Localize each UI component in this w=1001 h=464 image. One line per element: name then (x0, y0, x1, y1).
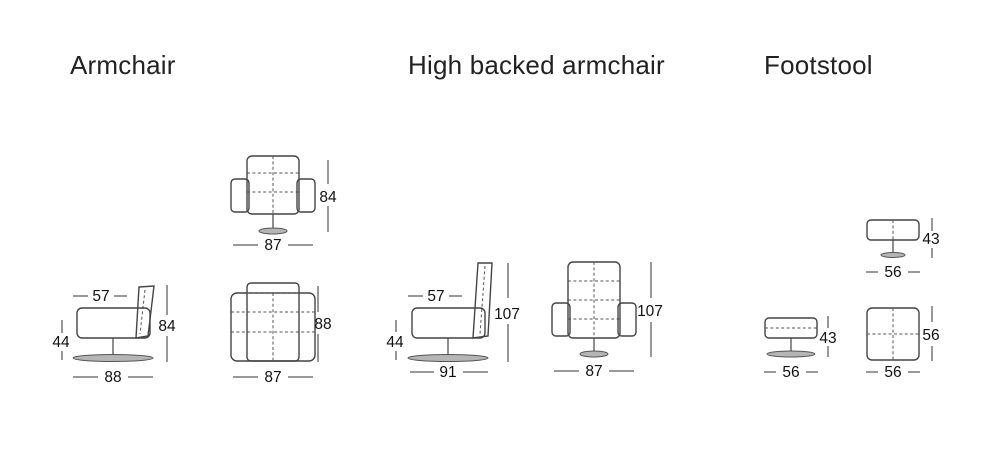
footstool-top-view: 56 56 (866, 306, 940, 381)
dim-high-backed-front-width: 87 (585, 363, 602, 380)
dim-footstool-front-height: 43 (922, 231, 939, 248)
armchair-front-view: 84 87 (230, 155, 337, 254)
footstool-front-view: 43 56 (866, 218, 940, 281)
armchair-side-base (72, 354, 154, 362)
dim-high-backed-side-depth: 57 (427, 288, 444, 305)
dim-high-backed-seat-height: 44 (386, 334, 404, 351)
armchair-side-back-seam (139, 289, 146, 335)
dim-footstool-side-height: 43 (819, 330, 836, 347)
high-backed-side-backrest (472, 262, 493, 339)
high-backed-side-back-seam (479, 265, 486, 335)
armchair-front-right-arm (296, 178, 316, 213)
footstool-side-view: 43 56 (764, 316, 837, 381)
high-backed-front-view: 107 87 (551, 261, 663, 380)
dim-armchair-side-depth: 57 (92, 288, 109, 305)
high-backed-front-left-arm (551, 302, 571, 337)
dim-armchair-top-width: 87 (264, 369, 281, 386)
high-backed-front-right-arm (617, 302, 637, 337)
dim-footstool-top-width: 56 (884, 364, 901, 381)
dim-armchair-front-width: 87 (264, 237, 281, 254)
heading-armchair: Armchair (70, 50, 176, 80)
armchair-top-seat (246, 282, 300, 362)
dim-armchair-seat-height: 44 (52, 334, 70, 351)
heading-footstool: Footstool (764, 50, 873, 80)
dim-footstool-front-width: 56 (884, 264, 901, 281)
armchair-side-seat (76, 307, 151, 339)
footstool-side-base (766, 350, 816, 358)
heading-high-backed-armchair: High backed armchair (408, 50, 665, 80)
armchair-side-backrest (135, 285, 155, 339)
high-backed-side-view: 57 107 44 91 (386, 262, 520, 381)
high-backed-front-base (579, 350, 609, 358)
armchair-front-base (258, 227, 288, 235)
dim-armchair-base-depth: 88 (104, 369, 121, 386)
dim-footstool-top-depth: 56 (922, 327, 939, 344)
dim-high-backed-side-height: 107 (494, 306, 520, 323)
armchair-front-left-arm (230, 178, 250, 213)
high-backed-side-base (407, 354, 489, 362)
dim-armchair-front-height: 84 (319, 189, 337, 206)
dim-armchair-side-height: 84 (158, 318, 176, 335)
dim-footstool-side-width: 56 (782, 364, 799, 381)
footstool-front-base (880, 252, 906, 258)
armchair-side-view: 57 84 44 88 (52, 285, 176, 386)
dim-armchair-top-depth: 88 (314, 316, 331, 333)
dim-high-backed-base-depth: 91 (439, 364, 456, 381)
armchair-top-view: 88 87 (230, 282, 332, 386)
dim-high-backed-front-height: 107 (637, 303, 663, 320)
